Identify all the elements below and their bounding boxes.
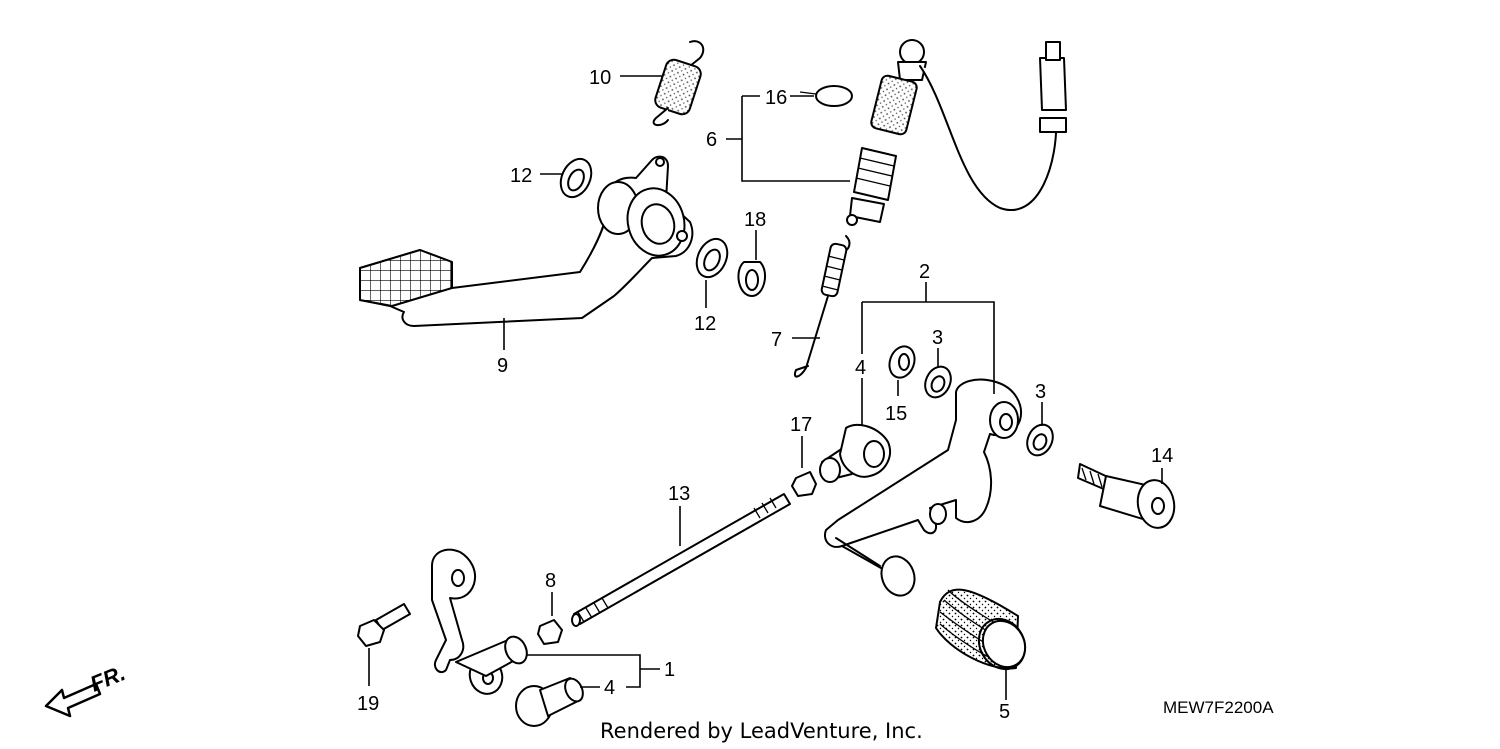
ball-joint-upper-part[interactable] — [819, 423, 891, 483]
washer-part-lower[interactable] — [691, 234, 733, 282]
callout-10: 10 — [589, 67, 611, 89]
wire-clip-part[interactable] — [799, 85, 853, 107]
callout-7: 7 — [771, 329, 782, 351]
tie-rod-part[interactable] — [571, 493, 791, 627]
diagram-code: MEW7F2200A — [1163, 698, 1274, 717]
front-direction-label: FR. — [87, 660, 129, 696]
washer-part-upper[interactable] — [555, 154, 597, 202]
render-credit: Rendered by LeadVenture, Inc. — [600, 719, 923, 743]
clip-part[interactable] — [737, 261, 767, 297]
callout-8: 8 — [545, 570, 556, 592]
callout-18: 18 — [744, 209, 766, 231]
bolt-part-19[interactable] — [357, 603, 411, 647]
washer-part-3b[interactable] — [1022, 420, 1057, 459]
ball-joint-lower-part[interactable] — [515, 676, 586, 727]
nut-part-17[interactable] — [791, 471, 817, 497]
leader-lines — [368, 75, 1163, 700]
callout-16: 16 — [765, 87, 787, 109]
callout-13: 13 — [668, 483, 690, 505]
callout-5: 5 — [999, 701, 1010, 723]
front-direction-arrow — [44, 682, 102, 718]
callout-2: 2 — [919, 261, 930, 283]
callout-4-upper: 4 — [855, 357, 866, 379]
spring-part[interactable] — [652, 40, 705, 126]
callout-17: 17 — [790, 414, 812, 436]
callout-6: 6 — [706, 129, 717, 151]
callout-1: 1 — [664, 659, 675, 681]
nut-part-8[interactable] — [537, 619, 563, 645]
callout-12-upper: 12 — [510, 165, 532, 187]
callout-3-right: 3 — [1035, 381, 1046, 403]
callout-3-upper: 3 — [932, 327, 943, 349]
stop-switch-part[interactable] — [846, 39, 1067, 226]
pivot-bolt-part[interactable] — [1077, 463, 1178, 531]
callout-15: 15 — [885, 403, 907, 425]
pedal-rubber-part[interactable] — [935, 588, 1034, 678]
callout-14: 14 — [1151, 445, 1173, 467]
washer-part-15[interactable] — [885, 343, 918, 381]
callout-12-lower: 12 — [694, 313, 716, 335]
return-spring-part[interactable] — [794, 235, 851, 378]
callout-4-lower: 4 — [604, 677, 615, 699]
brake-pedal-part[interactable] — [359, 155, 694, 327]
gearshift-pedal-part[interactable] — [824, 378, 1022, 601]
callout-19: 19 — [357, 693, 379, 715]
callout-9: 9 — [497, 355, 508, 377]
washer-part-3a[interactable] — [920, 362, 955, 401]
gearshift-arm-part[interactable] — [431, 548, 531, 699]
